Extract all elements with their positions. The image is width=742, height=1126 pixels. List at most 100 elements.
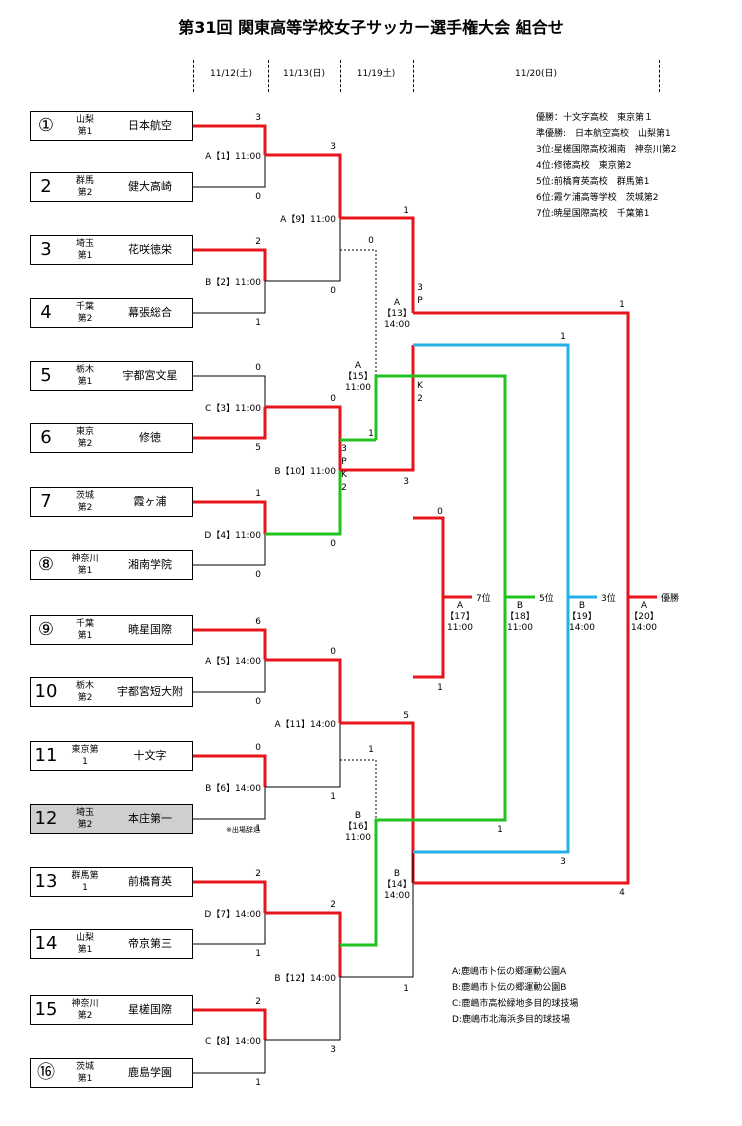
score-label: 6 xyxy=(255,617,261,627)
winner-path xyxy=(193,407,267,440)
team-prefecture: 東京第2 xyxy=(75,427,94,449)
bracket-line xyxy=(340,852,414,978)
winner-path xyxy=(265,405,342,470)
team-name: 帝京第三 xyxy=(128,937,172,950)
score-label: 0 xyxy=(255,697,261,707)
score-label: P xyxy=(417,296,423,306)
date-day2: 11/13(日) xyxy=(283,69,325,79)
team-name: 十文字 xyxy=(133,749,167,762)
results-list: 優勝：十文字高校 東京第１ 準優勝: 日本航空高校 山梨第1 3位:星槎国際高校… xyxy=(536,110,677,222)
match-label: 【17】 xyxy=(445,611,474,622)
score-label: 4 xyxy=(619,888,625,898)
winner-path xyxy=(340,345,415,472)
score-label: 3 xyxy=(417,283,423,293)
score-label: 1 xyxy=(403,984,409,994)
match-label: A【1】11:00 xyxy=(205,151,261,162)
team-name: 湘南学院 xyxy=(128,558,172,571)
team-name: 宇都宮文星 xyxy=(122,369,178,382)
date-divider xyxy=(413,60,414,92)
score-label: 1 xyxy=(560,332,566,342)
team-seed: 7 xyxy=(40,491,52,512)
bracket-line xyxy=(193,1040,266,1074)
team-name: 鹿島学園 xyxy=(128,1066,172,1079)
place-label-5th: 5位 xyxy=(539,592,554,604)
team-name: 前橋育英 xyxy=(128,875,172,888)
score-label: 5 xyxy=(255,443,261,453)
score-label: 0 xyxy=(330,539,336,549)
score-label: P xyxy=(341,457,347,467)
bracket-line xyxy=(193,155,266,188)
team-prefecture: 神奈川第2 xyxy=(71,999,99,1021)
winner-path xyxy=(193,754,267,787)
winner-path xyxy=(193,500,267,534)
team-prefecture: 埼玉第1 xyxy=(75,239,94,261)
score-label: 1 xyxy=(497,825,503,835)
score-label: 1 xyxy=(403,206,409,216)
date-divider xyxy=(340,60,341,92)
team-prefecture: 山梨第1 xyxy=(75,933,94,955)
place-label-champion: 優勝 xyxy=(661,592,679,604)
third-place-path xyxy=(413,343,570,597)
result-third: 3位:星槎国際高校湘南 神奈川第2 xyxy=(536,145,677,155)
score-label: 0 xyxy=(255,363,261,373)
score-label: 0 xyxy=(330,286,336,296)
winner-path xyxy=(413,311,630,597)
score-label: 0 xyxy=(255,192,261,202)
fifth-place-path xyxy=(340,597,507,947)
match-label: 11:00 xyxy=(507,623,533,633)
match-label: B xyxy=(579,601,585,611)
team-prefecture: 茨城第2 xyxy=(75,491,94,513)
team-seed: 10 xyxy=(34,681,58,702)
result-fifth: 5位:前橋育英高校 群馬第1 xyxy=(536,177,650,187)
team-seed: 3 xyxy=(40,239,52,260)
match-label: A xyxy=(457,601,464,611)
venue-d: D:鹿嶋市北海浜多目的球技場 xyxy=(452,1015,570,1025)
match-label: A xyxy=(394,298,401,308)
match-label: B【2】11:00 xyxy=(205,277,261,288)
team-name: 本庄第一 xyxy=(128,812,172,825)
score-label: 2 xyxy=(255,237,261,247)
team-seed: ⑨ xyxy=(37,619,55,640)
bracket-line xyxy=(193,375,266,407)
loser-line xyxy=(340,249,377,375)
match-label: A xyxy=(641,601,648,611)
match-label: D【7】14:00 xyxy=(204,909,261,920)
score-label: 5 xyxy=(403,711,409,721)
match-label: B【6】14:00 xyxy=(205,783,261,794)
score-label: 2 xyxy=(330,900,336,910)
score-label: 1 xyxy=(437,683,443,693)
winner-path xyxy=(265,153,342,218)
score-label: 1 xyxy=(368,429,374,439)
third-place-path xyxy=(413,597,570,854)
page-title: 第31回 関東高等学校女子サッカー選手権大会 組合せ xyxy=(178,18,564,37)
team-prefecture: 千葉第1 xyxy=(75,619,94,641)
winner-path xyxy=(265,911,342,977)
team-seed: 13 xyxy=(34,871,58,892)
winner-path xyxy=(193,628,267,660)
match-label: A【11】14:00 xyxy=(274,719,336,730)
team-seed: 6 xyxy=(40,427,52,448)
team-seed: 4 xyxy=(40,302,52,323)
team-seed: 15 xyxy=(34,999,58,1020)
match-label: A xyxy=(355,361,362,371)
score-label: K xyxy=(417,381,424,391)
match-label: C【8】14:00 xyxy=(205,1036,261,1047)
match-label: 14:00 xyxy=(631,623,657,633)
match-label: 【15】 xyxy=(343,371,372,382)
team-box: 14 山梨第1 帝京第三 xyxy=(30,929,193,959)
team-seed: 5 xyxy=(40,365,52,386)
team-seed: 14 xyxy=(34,933,58,954)
team-prefecture: 埼玉第2 xyxy=(75,808,94,830)
score-label: 2 xyxy=(255,869,261,879)
